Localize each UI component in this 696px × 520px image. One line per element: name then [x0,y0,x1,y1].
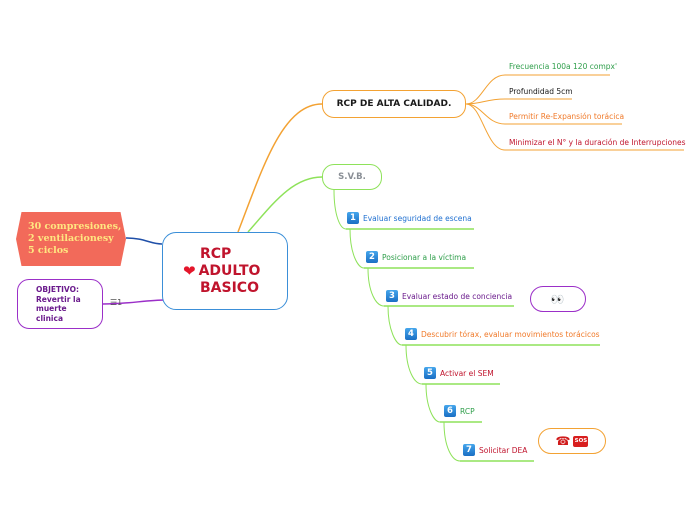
eyes-node[interactable]: 👀 [530,286,586,312]
connector-rcp [237,103,323,233]
connector-objetivo [102,299,167,305]
phone-sos-node[interactable]: ☎ SOS [538,428,606,454]
svb-step-label: Evaluar seguridad de escena [363,213,472,223]
rcp-underlines [505,74,684,151]
compressions-line-1: 30 compresiones, [28,221,122,232]
svb-step-6[interactable]: 6 RCP [444,405,475,417]
rcp-item-reexpansion[interactable]: Permitir Re-Expansión torácica [509,112,625,121]
objetivo-line-3: clinica [36,313,64,323]
step-number-badge: 3 [386,290,398,302]
svb-step-label: RCP [460,406,475,416]
connector-svb [247,176,323,233]
svb-step-label: Solicitar DEA [479,445,528,455]
svb-step-5[interactable]: 5 Activar el SEM [424,367,494,379]
step-number-badge: 7 [463,444,475,456]
central-node[interactable]: RCP ❤ADULTO BASICO [162,232,288,310]
svb-underlines [346,228,600,462]
central-line-3: BASICO [200,279,259,296]
svb-step-label: Descubrir tórax, evaluar movimientos tor… [421,329,600,339]
svb-node[interactable]: S.V.B. [322,164,382,190]
heart-icon: ❤ [183,261,196,280]
step-number-badge: 6 [444,405,456,417]
objetivo-title: OBJETIVO: [36,285,79,294]
central-line-2: ❤ADULTO [183,261,261,280]
rcp-item-interruptions[interactable]: Minimizar el N° y la duración de Interru… [509,138,686,147]
rcp-item-frequency[interactable]: Frecuencia 100a 120 compx' [509,62,618,71]
list-icon: ☰ [110,298,118,307]
rcp-quality-node[interactable]: RCP DE ALTA CALIDAD. [322,90,466,118]
svb-step-3[interactable]: 3 Evaluar estado de conciencia [386,290,512,302]
rcp-item-depth[interactable]: Profundidad 5cm [509,87,573,96]
rcp-quality-title: RCP DE ALTA CALIDAD. [336,99,452,109]
svb-step-label: Activar el SEM [440,368,494,378]
step-number-badge: 4 [405,328,417,340]
svb-step-label: Evaluar estado de conciencia [402,291,513,301]
connector-compressions [125,237,163,245]
svb-step-7[interactable]: 7 Solicitar DEA [463,444,527,456]
svb-step-4[interactable]: 4 Descubrir tórax, evaluar movimientos t… [405,328,600,340]
rcp-subconnectors [465,74,506,151]
eyes-icon: 👀 [550,292,566,306]
central-line-1: RCP [200,245,232,262]
objetivo-node[interactable]: OBJETIVO: Revertir la muerte clinica [17,279,103,329]
compressions-line-3: 5 ciclos [28,245,69,256]
compressions-node[interactable]: 30 compresiones, 2 ventilacionesy 5 cicl… [16,212,126,266]
step-number-badge: 2 [366,251,378,263]
svb-step-2[interactable]: 2 Posicionar a la víctima [366,251,466,263]
sos-icon: SOS [573,435,589,447]
notes-indicator[interactable]: ☰1 [110,298,122,307]
phone-icon: ☎ [555,434,571,448]
objetivo-line-1: Revertir la [36,294,81,304]
svb-step-label: Posicionar a la víctima [382,252,467,262]
step-number-badge: 5 [424,367,436,379]
compressions-line-2: 2 ventilacionesy [28,233,114,244]
svb-title: S.V.B. [338,172,366,182]
svb-subconnectors [333,189,461,462]
notes-count: 1 [117,298,123,307]
objetivo-line-2: muerte [36,304,67,313]
step-number-badge: 1 [347,212,359,224]
svb-step-1[interactable]: 1 Evaluar seguridad de escena [347,212,472,224]
